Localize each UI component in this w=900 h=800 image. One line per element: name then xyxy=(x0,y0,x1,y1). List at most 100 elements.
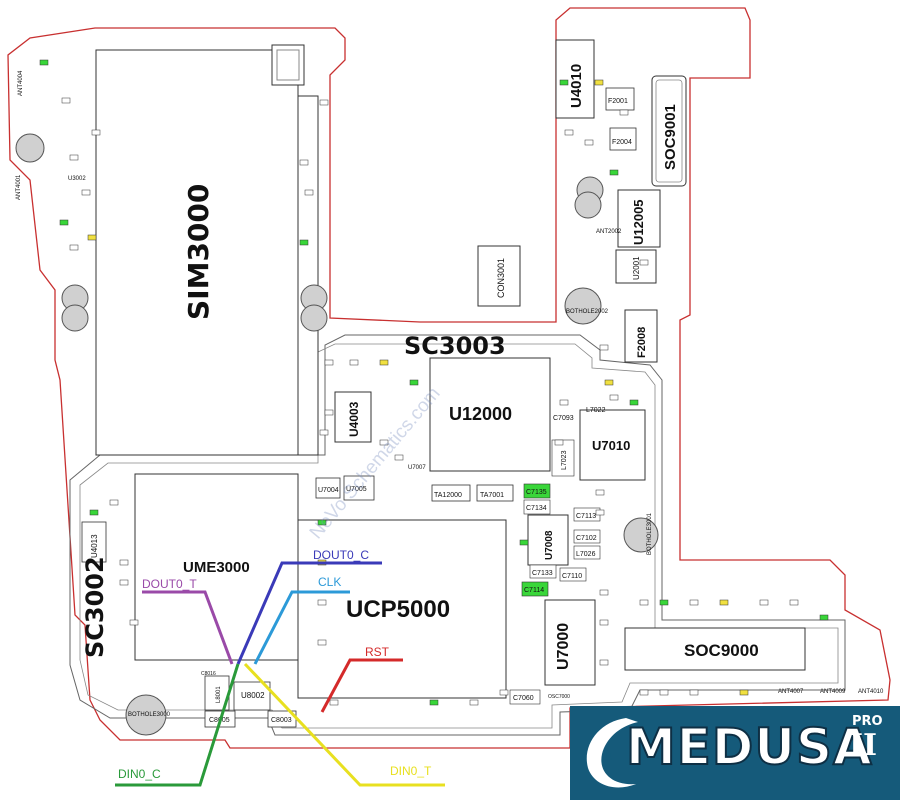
con3001-label: CON3001 xyxy=(496,258,506,298)
f2001-label: F2001 xyxy=(608,98,628,105)
pad xyxy=(81,189,91,196)
c8016-label: C8016 xyxy=(201,671,216,677)
pad xyxy=(409,379,419,386)
c7102-box xyxy=(573,529,601,544)
u4013-box xyxy=(81,521,107,563)
ta7001-label: TA7001 xyxy=(480,492,504,499)
u3002-label: U3002 xyxy=(68,176,86,182)
pad xyxy=(564,129,574,136)
brand-logo: MEDUSA PRO II xyxy=(570,706,900,800)
pad xyxy=(349,359,359,366)
c7133-box xyxy=(529,564,557,579)
l8001-label: L8001 xyxy=(216,686,222,703)
u7010-label: U7010 xyxy=(592,438,630,453)
board-outline xyxy=(7,7,891,749)
c7102-label: C7102 xyxy=(576,535,597,542)
din0-t-label: DIN0_T xyxy=(390,764,432,778)
brand-name: MEDUSA xyxy=(625,717,873,777)
sim3000-shadow xyxy=(297,95,319,456)
u7005-label: U7005 xyxy=(346,486,367,493)
pad xyxy=(689,689,699,696)
ume3000-label: UME3000 xyxy=(183,559,250,576)
c7093-label: C7093 xyxy=(553,415,574,422)
pad xyxy=(319,429,329,436)
pad xyxy=(119,559,129,566)
c7114-label: C7114 xyxy=(524,587,544,594)
pad xyxy=(379,439,389,446)
pad xyxy=(719,599,729,606)
u2001-box xyxy=(615,249,657,284)
ant4007-label: ANT4007 xyxy=(778,689,804,695)
pad xyxy=(319,99,329,106)
dout0-t-line xyxy=(142,590,234,665)
pad xyxy=(317,599,327,606)
c7113-label: C7113 xyxy=(576,513,596,520)
u12005-label: U12005 xyxy=(631,199,646,245)
pad xyxy=(119,579,129,586)
c7135-box xyxy=(523,483,551,499)
pad xyxy=(69,154,79,161)
l7026-label: L7026 xyxy=(576,551,596,558)
u4003-box xyxy=(334,391,372,443)
soc9001-label: SOC9001 xyxy=(662,104,679,170)
pad xyxy=(519,539,529,546)
clk-line xyxy=(253,590,350,665)
pad xyxy=(659,599,669,606)
u4010-box xyxy=(555,39,595,119)
ant2002-label: ANT2002 xyxy=(596,229,622,235)
sim3000-label: SIM3000 xyxy=(182,184,215,320)
pad xyxy=(594,79,604,86)
bothole-left-label: BOTHOLE3000 xyxy=(128,712,171,718)
brand-suffix-bottom: II xyxy=(849,728,878,763)
soc9001-inner xyxy=(655,79,683,183)
u12005-box xyxy=(617,189,661,248)
u4010-label: U4010 xyxy=(568,64,585,108)
rst-label: RST xyxy=(365,645,390,659)
c7135-label: C7135 xyxy=(526,489,547,496)
u7000-label: U7000 xyxy=(555,623,572,670)
pad xyxy=(559,399,569,406)
dout0-c-label: DOUT0_C xyxy=(313,548,369,562)
u12000-box xyxy=(429,357,551,472)
pad xyxy=(129,619,139,626)
ant4004-label: ANT4004 xyxy=(18,70,24,96)
c7110-label: C7110 xyxy=(562,573,582,580)
pad xyxy=(317,639,327,646)
din0-c-label: DIN0_C xyxy=(118,767,161,781)
ucp5000-box xyxy=(297,519,507,699)
pad xyxy=(554,439,564,446)
osc7000-label: OSC7000 xyxy=(548,694,570,700)
l7022-label: L7022 xyxy=(586,407,606,414)
inner-outline-inner xyxy=(79,343,839,729)
pad xyxy=(739,689,749,696)
soc9000-label: SOC9000 xyxy=(684,641,759,660)
pad xyxy=(379,359,389,366)
l7023-label: L7023 xyxy=(561,450,568,470)
f2008-box xyxy=(624,309,658,363)
pad xyxy=(39,59,49,66)
pad xyxy=(609,394,619,401)
pad xyxy=(89,509,99,516)
c7133-label: C7133 xyxy=(532,570,553,577)
c7060-box xyxy=(509,689,541,705)
ta12000-label: TA12000 xyxy=(434,492,462,499)
u7004-label: U7004 xyxy=(318,487,339,494)
f2008-label: F2008 xyxy=(636,327,648,358)
u12000-label: U12000 xyxy=(449,404,512,424)
pad xyxy=(394,454,404,461)
ta7001-box xyxy=(476,484,514,502)
ucp5000-label: UCP5000 xyxy=(346,596,450,623)
pad xyxy=(595,509,605,516)
u7007-label: U7007 xyxy=(408,465,426,471)
sc3002-label: SC3002 xyxy=(81,556,109,658)
u7008-label: U7008 xyxy=(544,530,555,560)
inner-outline-left xyxy=(69,334,846,736)
soc9000-box xyxy=(624,627,806,671)
c7134-label: C7134 xyxy=(526,505,547,512)
pad xyxy=(109,499,119,506)
pad xyxy=(61,97,71,104)
pad xyxy=(639,259,649,266)
rst-line xyxy=(320,658,403,713)
pad xyxy=(639,689,649,696)
pad xyxy=(789,599,799,606)
